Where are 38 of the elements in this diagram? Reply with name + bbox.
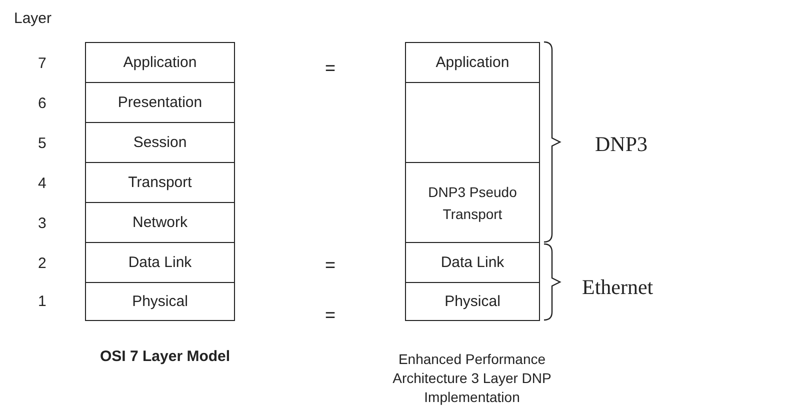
layer-name: Physical xyxy=(132,293,188,310)
layer-box xyxy=(85,42,235,83)
layer-box xyxy=(85,82,235,123)
layer-number: 1 xyxy=(38,293,46,310)
group-label: DNP3 xyxy=(595,132,648,157)
layer-box xyxy=(405,42,540,83)
equals-sign: = xyxy=(325,255,336,276)
layer-box xyxy=(85,242,235,283)
layer-name: Application xyxy=(123,54,197,71)
layer-number: 6 xyxy=(38,95,46,112)
layer-box xyxy=(405,162,540,243)
equals-sign: = xyxy=(325,58,336,79)
layer-box xyxy=(85,162,235,203)
layer-box xyxy=(405,282,540,321)
layer-name: Transport xyxy=(128,174,192,191)
layer-name: Session xyxy=(133,134,187,151)
layer-number: 4 xyxy=(38,175,46,192)
caption: Enhanced Performance Architecture 3 Layer DNP Implementation xyxy=(392,350,552,407)
layer-box xyxy=(405,242,540,283)
layer-number: 7 xyxy=(38,55,46,72)
layer-number: 3 xyxy=(38,215,46,232)
layer-name: Application xyxy=(436,54,510,71)
layer-number: 5 xyxy=(38,135,46,152)
layer-name: Data Link xyxy=(440,254,504,271)
layer-number: 2 xyxy=(38,255,46,272)
group-label: Ethernet xyxy=(582,275,654,300)
layer-name: Presentation xyxy=(118,94,202,111)
layer-box xyxy=(85,282,235,321)
layer-name: DNP3 Pseudo Transport xyxy=(427,182,518,224)
layer-box xyxy=(85,122,235,163)
layer-name: Physical xyxy=(444,293,500,310)
layer-name: Network xyxy=(132,214,188,231)
axis-title: Layer xyxy=(14,10,52,27)
empty-layer-box xyxy=(405,82,540,163)
caption: OSI 7 Layer Model xyxy=(100,348,230,365)
layer-box xyxy=(85,202,235,243)
layer-name: Data Link xyxy=(128,254,192,271)
equals-sign: = xyxy=(325,305,336,326)
